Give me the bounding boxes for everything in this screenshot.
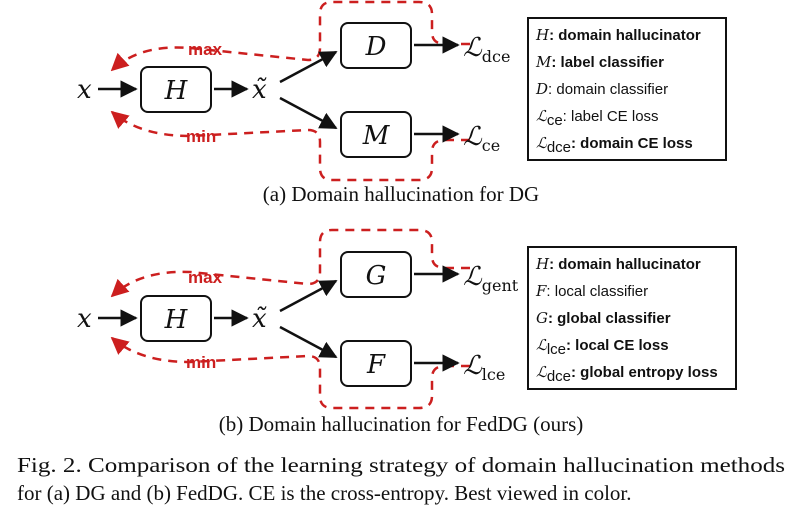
min-label: min	[186, 127, 216, 146]
figure-caption-line2: for (a) DG and (b) FedDG. CE is the cros…	[17, 481, 632, 505]
legend-entry: H: domain hallucinator	[535, 255, 701, 273]
legend-entry: F: local classifier	[535, 282, 648, 300]
legend-subscript: dce	[547, 368, 571, 385]
legend-symbol: H	[535, 255, 550, 273]
legend-description: : global entropy loss	[571, 364, 718, 381]
label-classifier-label: M	[362, 121, 391, 151]
legend-box-a	[527, 17, 727, 161]
figure-caption-line1: Fig. 2. Comparison of the learning strat…	[17, 453, 785, 477]
legend-subscript: dce	[547, 139, 571, 156]
legend-symbol: ℒ	[536, 107, 548, 125]
legend-description: : domain hallucinator	[549, 27, 701, 44]
legend-description: : label classifier	[551, 54, 664, 71]
hallucinator-label: H	[164, 76, 189, 106]
legend-entry: ℒdce: domain CE loss	[536, 134, 693, 156]
legend-entry: D: domain classifier	[535, 80, 668, 98]
legend-description: : local CE loss	[566, 337, 669, 354]
legend-entry: H: domain hallucinator	[535, 26, 701, 44]
legend-description: : label CE loss	[563, 108, 659, 125]
arrow-xtilde-to-top	[279, 50, 338, 84]
legend-description: : global classifier	[548, 310, 671, 327]
max-label-b: max	[188, 268, 223, 287]
arrow-xtilde-to-bottom	[279, 96, 338, 130]
loss-gent: ℒgent	[463, 262, 519, 295]
label-classifier-box	[340, 111, 412, 158]
global-classifier-label: G	[366, 261, 387, 291]
max-feedback-arrow-b	[110, 228, 470, 298]
hallucinator-box	[140, 66, 212, 113]
min-label-b: min	[186, 353, 216, 372]
legend-symbol: ℒ	[536, 363, 548, 381]
loss-ce-sub: ce	[482, 136, 500, 155]
panel-b: max min x H x̃ G F ℒgent ℒlce H: domain …	[77, 228, 737, 436]
legend-description: : domain hallucinator	[549, 256, 701, 273]
max-label: max	[188, 40, 223, 59]
min-feedback-arrow-b	[110, 336, 470, 410]
caption-b: (b) Domain hallucination for FedDG (ours…	[219, 412, 584, 436]
loss-dce-sub: dce	[482, 47, 511, 66]
max-feedback-arrow	[110, 0, 470, 72]
loss-lce: ℒlce	[463, 351, 505, 384]
output-x-tilde: x̃	[252, 75, 267, 105]
legend-description: : local classifier	[546, 283, 648, 300]
legend-subscript: ce	[547, 112, 563, 129]
loss-lce-sub: lce	[482, 365, 506, 384]
input-x: x	[77, 75, 92, 105]
legend-symbol: ℒ	[536, 134, 548, 152]
loss-gent-sub: gent	[482, 276, 519, 295]
panel-a: max min x H x̃ D M ℒdce ℒce H: domain ha…	[77, 0, 727, 206]
local-classifier-label: F	[366, 350, 386, 380]
legend-entry: G: global classifier	[536, 309, 671, 327]
hallucinator-box-b	[140, 295, 212, 342]
caption-a: (a) Domain hallucination for DG	[263, 182, 539, 206]
local-classifier-box	[340, 340, 412, 387]
loss-ce: ℒce	[463, 122, 500, 155]
legend-description: : domain classifier	[548, 81, 668, 98]
global-classifier-box	[340, 251, 412, 298]
loss-dce: ℒdce	[463, 33, 510, 66]
legend-symbol: D	[535, 80, 548, 98]
legend-description: : domain CE loss	[571, 135, 693, 152]
input-x-b: x	[77, 304, 92, 334]
arrow-xtilde-to-top-b	[279, 279, 338, 313]
legend-symbol: H	[535, 26, 550, 44]
domain-classifier-label: D	[365, 32, 387, 62]
legend-subscript: lce	[547, 341, 566, 358]
legend-entry: M: label classifier	[535, 53, 664, 71]
legend-box-b	[527, 246, 737, 390]
legend-entry: ℒce: label CE loss	[536, 107, 659, 129]
legend-symbol: G	[536, 309, 548, 327]
legend-symbol: M	[535, 53, 552, 71]
legend-entry: ℒdce: global entropy loss	[536, 363, 718, 385]
min-feedback-arrow	[110, 110, 470, 182]
legend-symbol: ℒ	[536, 336, 548, 354]
arrow-xtilde-to-bottom-b	[279, 325, 338, 359]
legend-entry: ℒlce: local CE loss	[536, 336, 669, 358]
legend-symbol: F	[535, 282, 547, 300]
output-x-tilde-b: x̃	[252, 304, 267, 334]
hallucinator-label-b: H	[164, 305, 189, 335]
domain-classifier-box	[340, 22, 412, 69]
